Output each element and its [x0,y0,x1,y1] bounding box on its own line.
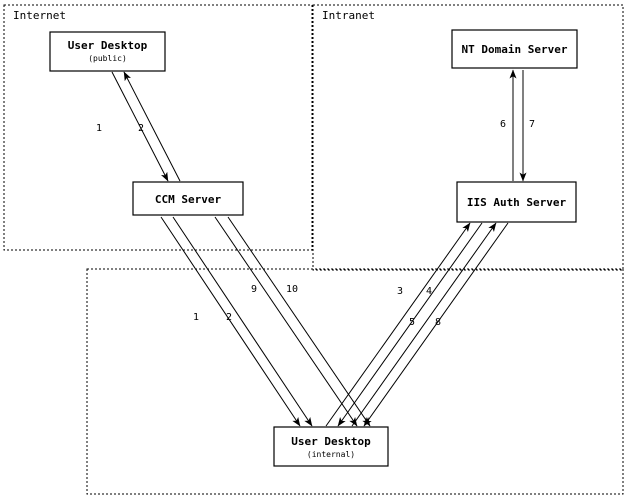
flow-step-label-flow-4: 4 [426,286,432,297]
zone-label-intranet: Intranet [322,9,375,22]
node-box-user-desktop-public[interactable] [49,31,166,72]
flow-step-label-flow-1-internal: 1 [193,312,199,323]
node-title-user-desktop-public: User Desktop [68,39,148,52]
node-title-nt-domain-server: NT Domain Server [462,43,568,56]
node-title-user-desktop-internal: User Desktop [291,435,371,448]
zone-boundary-internal [86,268,624,495]
flow-step-label-flow-9: 9 [251,284,257,295]
zone-internet: Internet [3,4,313,251]
node-user-desktop-public[interactable]: User Desktop (public) [49,31,166,72]
zones-layer: Internet Intranet [3,4,624,495]
flow-line-flow-3 [325,222,471,427]
flow-line-flow-10 [227,216,371,427]
node-ccm-server[interactable]: CCM Server [132,181,244,216]
flow-line-flow-5 [351,222,497,427]
flow-line-flow-2-public [123,71,181,182]
zone-boundary-intranet [312,4,624,271]
flow-line-flow-8 [363,222,509,427]
flow-line-flow-2-internal [172,216,313,427]
flow-step-label-flow-8: 8 [435,317,441,328]
zone-internal [86,268,624,495]
zone-label-internet: Internet [13,9,66,22]
nodes-layer: User Desktop (public) NT Domain ServerCCM … [49,29,578,467]
node-subtitle-user-desktop-public: (public) [88,54,127,63]
zone-boundary-internet [3,4,313,251]
node-box-ccm-server[interactable] [132,181,244,216]
node-subtitle-user-desktop-internal: (internal) [307,450,355,459]
node-user-desktop-internal[interactable]: User Desktop (internal) [273,426,389,467]
flow-step-label-flow-2-public: 2 [138,123,144,134]
node-title-iis-auth-server: IIS Auth Server [467,196,567,209]
node-title-ccm-server: CCM Server [155,193,222,206]
flow-step-label-flow-5: 5 [409,317,415,328]
flow-line-flow-4 [337,222,483,427]
flow-step-label-flow-2-internal: 2 [226,312,232,323]
flow-step-label-flow-3: 3 [397,286,403,297]
flow-line-flow-1-internal [160,216,301,427]
node-box-iis-auth-server[interactable] [456,181,577,223]
flow-line-flow-9 [214,216,358,427]
flows-layer [111,69,527,427]
flow-step-label-flow-10: 10 [286,284,298,295]
flow-line-flow-1-public [111,71,169,182]
flow-labels-layer: 1 2 6 7 1 2 9 10 3 4 5 8 [96,119,535,328]
node-nt-domain-server[interactable]: NT Domain Server [451,29,578,69]
zone-intranet: Intranet [312,4,624,271]
node-box-user-desktop-internal[interactable] [273,426,389,467]
flow-step-label-flow-6: 6 [500,119,506,130]
node-iis-auth-server[interactable]: IIS Auth Server [456,181,577,223]
flow-step-label-flow-1-public: 1 [96,123,102,134]
node-box-nt-domain-server[interactable] [451,29,578,69]
flow-step-label-flow-7: 7 [529,119,535,130]
